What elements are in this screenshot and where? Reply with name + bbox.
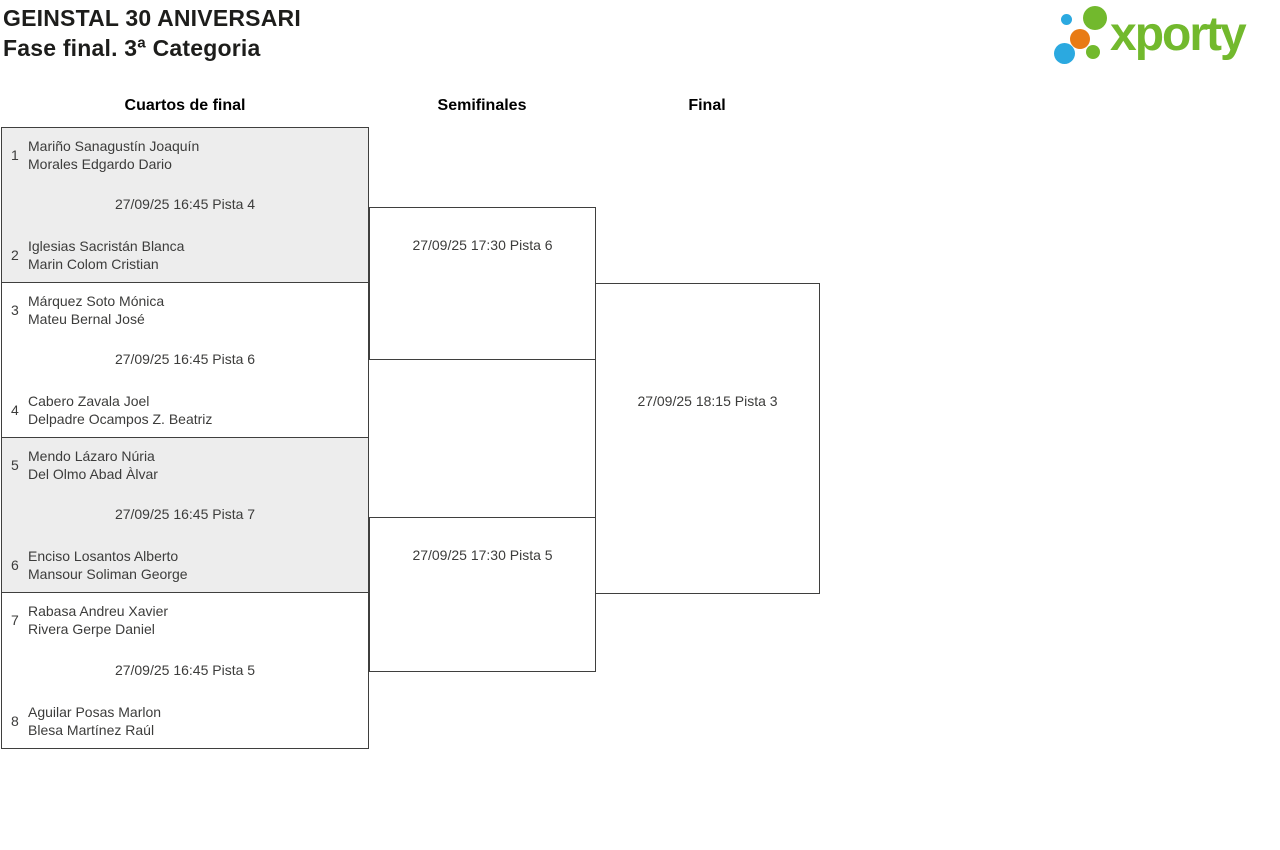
- player-name: Cabero Zavala Joel: [28, 393, 150, 409]
- match-schedule: 27/09/25 17:30 Pista 5: [412, 547, 553, 563]
- round-header-final: Final: [688, 97, 726, 114]
- team-entry: 1 Mariño Sanagustín Joaquín Morales Edga…: [2, 137, 199, 173]
- player-name: Mateu Bernal José: [28, 311, 145, 327]
- logo-dot-icon: [1083, 6, 1107, 30]
- match-schedule: 27/09/25 18:15 Pista 3: [637, 393, 778, 409]
- seed-number: 5: [11, 457, 19, 473]
- xporty-wordmark: xporty: [1110, 8, 1247, 61]
- round-header-semifinals: Semifinales: [437, 97, 527, 114]
- team-entry: 2 Iglesias Sacristán Blanca Marin Colom …: [2, 237, 184, 273]
- match-schedule: 27/09/25 16:45 Pista 7: [114, 506, 256, 522]
- player-name: Rabasa Andreu Xavier: [28, 603, 169, 619]
- bracket: 1 Mariño Sanagustín Joaquín Morales Edga…: [1, 127, 881, 767]
- quarterfinal-match-2[interactable]: 3 Márquez Soto Mónica Mateu Bernal José …: [1, 282, 369, 438]
- phase-category: Fase final. 3ª Categoria: [3, 35, 261, 61]
- seed-number: 4: [11, 402, 19, 418]
- quarterfinal-match-3[interactable]: 5 Mendo Lázaro Núria Del Olmo Abad Àlvar…: [1, 437, 369, 593]
- seed-number: 3: [11, 302, 19, 318]
- logo-dot-icon: [1061, 14, 1072, 25]
- player-name: Marin Colom Cristian: [28, 256, 159, 272]
- player-name: Del Olmo Abad Àlvar: [28, 466, 158, 482]
- player-name: Iglesias Sacristán Blanca: [28, 238, 185, 254]
- logo-dot-icon: [1070, 29, 1090, 49]
- final-match[interactable]: 27/09/25 18:15 Pista 3: [595, 283, 820, 594]
- player-name: Morales Edgardo Dario: [28, 156, 172, 172]
- player-name: Mendo Lázaro Núria: [28, 448, 155, 464]
- player-name: Enciso Losantos Alberto: [28, 548, 179, 564]
- player-name: Márquez Soto Mónica: [28, 293, 165, 309]
- semifinal-match-2[interactable]: 27/09/25 17:30 Pista 5: [369, 517, 596, 672]
- seed-number: 6: [11, 557, 19, 573]
- match-schedule: 27/09/25 17:30 Pista 6: [412, 237, 553, 253]
- player-name: Aguilar Posas Marlon: [28, 704, 162, 720]
- team-entry: 5 Mendo Lázaro Núria Del Olmo Abad Àlvar: [2, 447, 158, 483]
- match-schedule: 27/09/25 16:45 Pista 6: [114, 351, 256, 367]
- tournament-name: GEINSTAL 30 ANIVERSARI: [3, 5, 301, 31]
- quarterfinal-match-4[interactable]: 7 Rabasa Andreu Xavier Rivera Gerpe Dani…: [1, 592, 369, 749]
- team-entry: 3 Márquez Soto Mónica Mateu Bernal José: [2, 292, 164, 328]
- quarterfinal-match-1[interactable]: 1 Mariño Sanagustín Joaquín Morales Edga…: [1, 127, 369, 283]
- seed-number: 7: [11, 612, 19, 628]
- logo-dot-icon: [1086, 45, 1100, 59]
- player-name: Rivera Gerpe Daniel: [28, 621, 155, 637]
- seed-number: 2: [11, 247, 19, 263]
- player-name: Delpadre Ocampos Z. Beatriz: [28, 411, 213, 427]
- team-entry: 4 Cabero Zavala Joel Delpadre Ocampos Z.…: [2, 392, 212, 428]
- team-entry: 6 Enciso Losantos Alberto Mansour Solima…: [2, 547, 188, 583]
- page-title: GEINSTAL 30 ANIVERSARI Fase final. 3ª Ca…: [3, 3, 301, 63]
- player-name: Mariño Sanagustín Joaquín: [28, 138, 200, 154]
- seed-number: 1: [11, 147, 19, 163]
- team-entry: 8 Aguilar Posas Marlon Blesa Martínez Ra…: [2, 703, 161, 739]
- xporty-logo[interactable]: xporty: [1048, 4, 1280, 72]
- round-header-quarterfinals: Cuartos de final: [124, 97, 246, 114]
- seed-number: 8: [11, 713, 19, 729]
- match-schedule: 27/09/25 16:45 Pista 5: [114, 661, 256, 678]
- team-entry: 7 Rabasa Andreu Xavier Rivera Gerpe Dani…: [2, 602, 168, 638]
- match-schedule: 27/09/25 16:45 Pista 4: [114, 196, 256, 212]
- player-name: Mansour Soliman George: [28, 566, 188, 582]
- player-name: Blesa Martínez Raúl: [28, 722, 155, 738]
- semifinal-match-1[interactable]: 27/09/25 17:30 Pista 6: [369, 207, 596, 360]
- logo-dot-icon: [1054, 43, 1075, 64]
